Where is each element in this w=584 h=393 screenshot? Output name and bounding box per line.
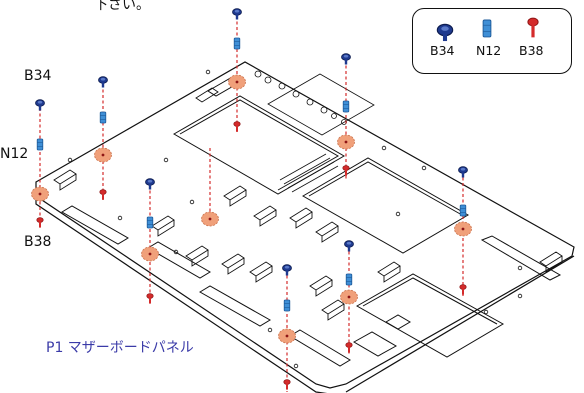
fastener-stack-9 (278, 264, 296, 392)
fastener-stack-5 (141, 178, 159, 305)
panel-title: P1 マザーボードパネル (46, 340, 194, 356)
fastener-stack-3 (228, 8, 246, 133)
vent-lines (279, 153, 339, 193)
slot-marks (53, 87, 563, 321)
legend-label-b38: B38 (519, 43, 544, 58)
standoff-n12-icon (482, 19, 492, 38)
cutouts (61, 73, 562, 367)
fastener-stack-2 (94, 76, 112, 201)
fastener-stack-8 (340, 240, 358, 356)
fastener-stack-1 (31, 99, 49, 229)
fastener-stack-7 (454, 166, 472, 296)
legend-label-b34: B34 (430, 43, 455, 58)
top-note: 下さい。 (94, 0, 150, 13)
screw-b34-icon (436, 23, 454, 42)
fastener-stack-6 (201, 148, 219, 227)
legend-label-n12: N12 (476, 43, 502, 58)
parts-legend (412, 8, 572, 74)
fastener-stack-4 (337, 53, 355, 180)
legend-icons (436, 17, 539, 42)
callout-b38: B38 (24, 234, 52, 250)
screw-b38-icon (527, 17, 539, 38)
callout-n12: N12 (0, 146, 29, 162)
callout-b34: B34 (24, 68, 52, 84)
